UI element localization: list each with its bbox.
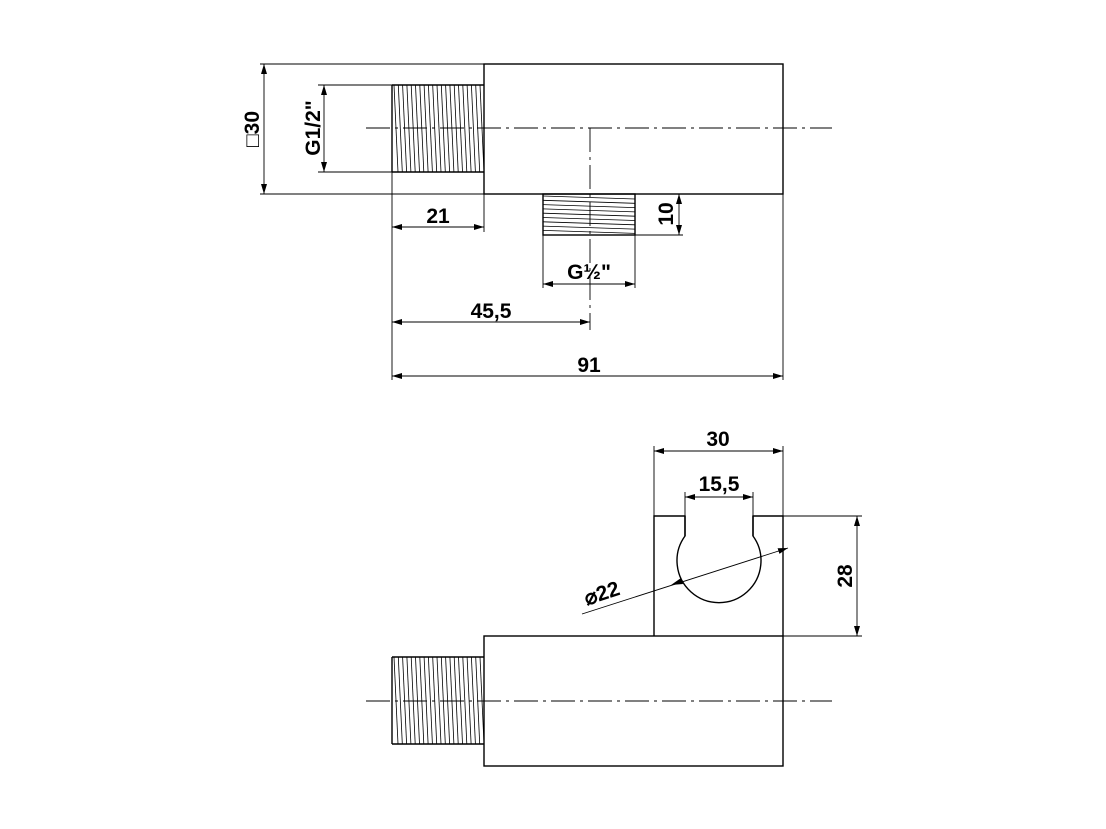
side-view: 30 15,5 ⌀22 28	[366, 428, 862, 767]
thread-hatch	[466, 84, 472, 173]
thread-hatch	[436, 656, 442, 745]
thread-hatch	[440, 84, 446, 173]
thread-hatch	[462, 656, 468, 745]
thread-hatch	[466, 656, 472, 745]
thread-hatch	[542, 208, 636, 213]
dim-outlet-height-label: 10	[655, 202, 678, 225]
thread-hatch	[471, 656, 476, 745]
thread-hatch	[397, 84, 403, 173]
dim-outlet-thread-label: G½"	[567, 261, 611, 284]
thread-hatch	[475, 656, 481, 745]
thread-hatch	[432, 656, 438, 745]
thread-hatch	[397, 656, 403, 745]
thread-hatch	[471, 84, 476, 173]
thread-hatch	[406, 84, 412, 173]
thread-hatch	[415, 656, 420, 745]
thread-hatch	[475, 84, 481, 173]
dim-square: □30	[241, 63, 484, 195]
thread-hatch	[542, 204, 636, 208]
dim-outlet-position: 45,5	[392, 300, 590, 325]
thread-hatch	[419, 84, 425, 173]
dim-bracket-height: 28	[783, 515, 862, 637]
dim-thread-inlet: G1/2"	[302, 84, 392, 173]
thread-hatch	[542, 195, 636, 200]
dim-bracket-width: 30	[653, 428, 784, 516]
top-view: □30 G1/2" 21 10 G½"	[241, 63, 832, 380]
dim-outlet-position-label: 45,5	[471, 300, 512, 323]
thread-hatch	[453, 656, 459, 745]
thread-hatch	[542, 217, 636, 221]
top-body-outline	[483, 63, 784, 195]
thread-hatch	[393, 84, 399, 173]
top-outlet-thread	[542, 193, 636, 236]
dim-overall-length: 91	[392, 194, 784, 380]
thread-hatch	[410, 84, 416, 173]
dim-overall-length-label: 91	[577, 354, 601, 377]
thread-hatch	[458, 656, 463, 745]
dim-inlet-length: 21	[391, 172, 485, 380]
thread-hatch	[462, 84, 468, 173]
dim-square-label: □30	[241, 111, 264, 147]
thread-hatch	[423, 84, 429, 173]
thread-hatch	[393, 656, 399, 745]
dim-slot-width-label: 15,5	[699, 473, 740, 496]
dim-hole-diameter-label: ⌀22	[581, 577, 622, 610]
thread-hatch	[406, 656, 412, 745]
thread-hatch	[542, 199, 636, 204]
thread-hatch	[402, 84, 407, 173]
thread-hatch	[542, 225, 636, 230]
thread-hatch	[445, 656, 450, 745]
thread-hatch	[423, 656, 429, 745]
dim-bracket-width-label: 30	[706, 428, 729, 451]
side-inlet-thread	[391, 656, 485, 745]
thread-hatch	[479, 656, 485, 745]
thread-hatch	[428, 84, 433, 173]
top-inlet-thread	[391, 84, 485, 173]
thread-hatch	[449, 656, 455, 745]
thread-hatch	[453, 84, 459, 173]
dim-outlet-thread: G½"	[542, 235, 636, 288]
thread-hatch	[542, 221, 636, 226]
thread-hatch	[542, 212, 636, 217]
thread-hatch	[458, 84, 463, 173]
dim-outlet-height: 10	[635, 193, 783, 236]
thread-hatch	[445, 84, 450, 173]
dim-hole-diameter: ⌀22	[581, 547, 789, 615]
dim-slot-width: 15,5	[684, 473, 754, 516]
thread-hatch	[402, 656, 407, 745]
thread-hatch	[449, 84, 455, 173]
thread-hatch	[436, 84, 442, 173]
thread-hatch	[419, 656, 425, 745]
thread-hatch	[415, 84, 420, 173]
thread-hatch	[428, 656, 433, 745]
dim-inlet-length-label: 21	[426, 205, 450, 228]
thread-hatch	[432, 84, 438, 173]
thread-hatch	[410, 656, 416, 745]
dim-thread-inlet-label: G1/2"	[302, 100, 325, 155]
thread-hatch	[479, 84, 485, 173]
dim-bracket-height-label: 28	[834, 564, 857, 588]
thread-hatch	[440, 656, 446, 745]
bracket-keyhole	[653, 515, 784, 636]
thread-hatch	[542, 230, 636, 234]
